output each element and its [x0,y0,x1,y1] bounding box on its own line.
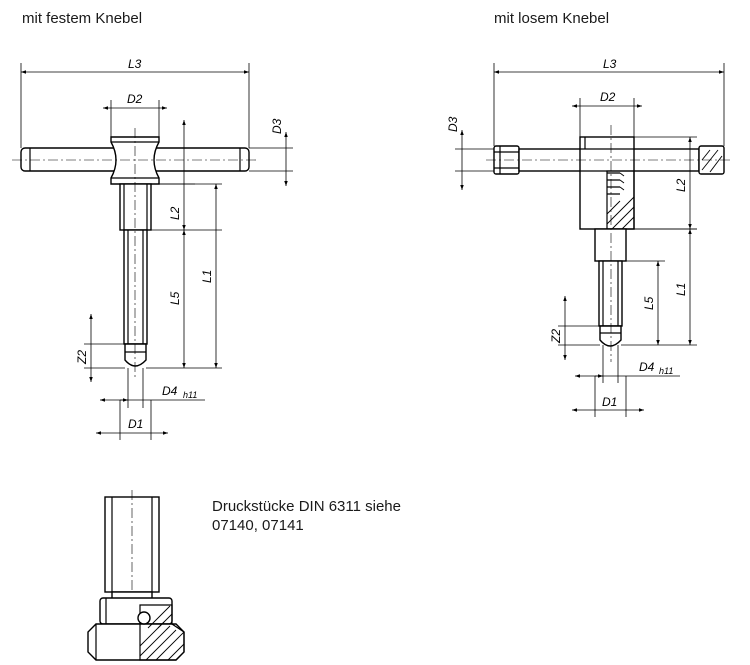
caption-loose-handle: mit losem Knebel [494,10,610,27]
pressure-pad-detail [87,490,185,661]
dim-d3-left: D3 [270,118,284,134]
dim-d3-right: D3 [446,116,460,132]
dim-l3-left: L3 [128,57,142,71]
pad-flange [87,623,185,661]
dim-l2-right: L2 [674,178,688,192]
loose-ball-tip [599,325,622,347]
dim-d1-left: D1 [128,417,143,431]
dim-l3-right: L3 [603,57,617,71]
dim-l5-right: L5 [642,296,656,310]
dim-l1-right: L1 [674,283,688,296]
dim-d4-right: D4 [639,360,655,374]
pad-upper-body [99,597,173,625]
pressure-pad-note: Druckstücke DIN 6311 siehe 07140, 07141 [212,497,401,535]
fixed-ball-tip [124,343,147,367]
dim-z2-left: Z2 [75,350,89,365]
dim-d2-right: D2 [600,90,616,104]
fixed-shank [119,183,152,231]
caption-fixed-handle: mit festem Knebel [22,10,143,27]
dim-d4-tol-right: h11 [659,366,673,376]
dim-d4-left: D4 [162,384,178,398]
loose-handle-drawing: L3 D2 D3 L2 L1 L5 Z2 D4 h11 [446,57,732,417]
loose-shank [594,228,627,262]
dim-d1-right: D1 [602,395,617,409]
dim-z2-right: Z2 [549,329,563,344]
dim-l2-left: L2 [168,206,182,220]
dim-l5-left: L5 [168,291,182,305]
dim-l1-left: L1 [200,270,214,283]
dim-d4-tol-left: h11 [183,390,197,400]
note-line-2: 07140, 07141 [212,517,304,534]
note-line-1: Druckstücke DIN 6311 siehe [212,498,401,515]
dim-d2-left: D2 [127,92,143,106]
fixed-handle-drawing: L3 D2 D3 L2 L1 L5 Z2 D4 h11 [12,57,293,440]
